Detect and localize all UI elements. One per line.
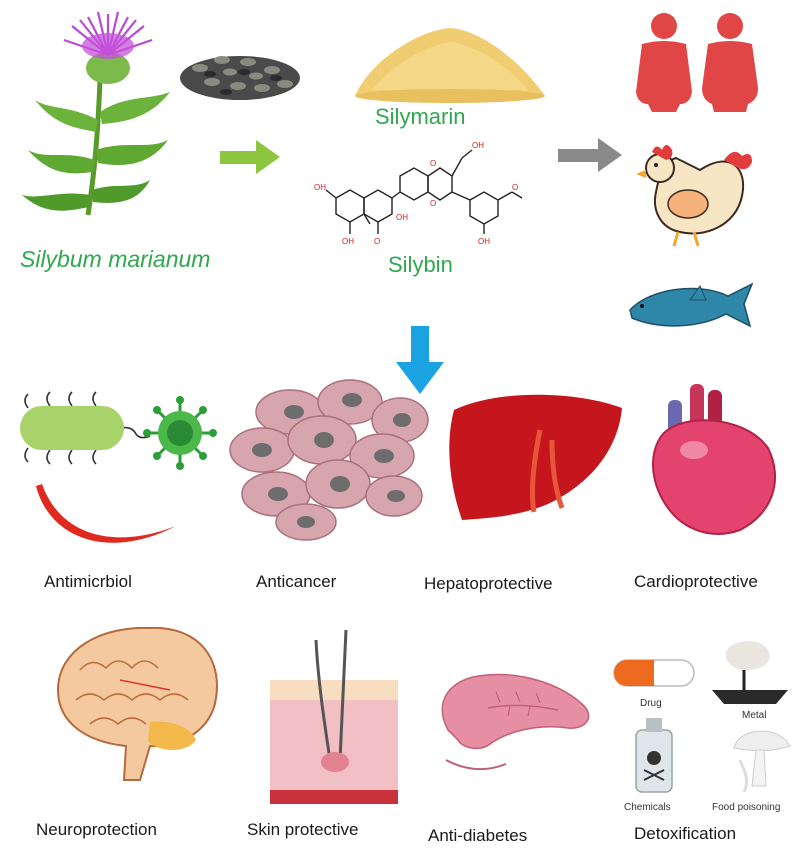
green-arrow-icon — [220, 140, 280, 174]
effect-label-antimicrobial: Antimicrbiol — [44, 572, 132, 591]
heart-icon — [652, 384, 777, 535]
pancreas-icon — [441, 673, 590, 771]
fish-icon — [629, 282, 754, 328]
detox-drug-label: Drug — [640, 698, 662, 709]
atom-label-oh: OH — [396, 213, 408, 222]
blue-arrow-down-icon — [396, 326, 444, 394]
bacteria-icon — [20, 391, 151, 465]
virus-icon — [143, 396, 217, 470]
chemical-bottle-icon — [635, 718, 673, 793]
atom-label-o: O — [374, 237, 380, 246]
effect-label-detoxification: Detoxification — [634, 824, 737, 843]
metal-tree-icon — [712, 641, 788, 704]
chicken-icon — [636, 145, 752, 247]
silymarin-label: Silymarin — [375, 104, 466, 129]
plant-name-label: Silybum marianum — [20, 246, 211, 272]
effect-label-skin-protective: Skin protective — [247, 820, 359, 839]
effect-label-neuroprotection: Neuroprotection — [36, 820, 157, 839]
atom-label-oh: OH — [314, 183, 326, 192]
milk-thistle-plant-icon — [22, 11, 170, 216]
silybin-atom-labels: OH OH O OH O O OH O OH — [314, 141, 518, 246]
grey-arrow-icon — [558, 138, 622, 172]
atom-label-o: O — [512, 183, 518, 192]
atom-label-oh: OH — [472, 141, 484, 150]
atom-label-oh: OH — [478, 237, 490, 246]
seeds-icon — [180, 56, 300, 100]
detox-metal-label: Metal — [742, 710, 767, 721]
effect-label-hepatoprotective: Hepatoprotective — [424, 574, 553, 593]
liver-icon — [449, 394, 622, 520]
brain-icon — [56, 626, 218, 781]
atom-label-oh: OH — [342, 237, 354, 246]
effect-label-anti-diabetes: Anti-diabetes — [428, 826, 528, 845]
detox-chemicals-label: Chemicals — [624, 802, 671, 813]
mushroom-icon — [733, 730, 791, 793]
detox-food-poisoning-label: Food poisoning — [712, 802, 781, 813]
atom-label-o: O — [430, 199, 436, 208]
effect-label-cardioprotective: Cardioprotective — [634, 572, 758, 591]
cancer-cells-icon — [229, 379, 429, 541]
skin-icon — [270, 629, 398, 804]
effect-label-anticancer: Anticancer — [256, 572, 337, 591]
silymarin-powder-icon — [355, 28, 545, 103]
silybin-structure — [325, 149, 523, 234]
atom-label-o: O — [430, 159, 436, 168]
human-figures-icon — [636, 13, 758, 112]
silybin-label: Silybin — [388, 252, 453, 277]
drug-pill-icon — [613, 659, 695, 687]
spirillum-icon — [36, 484, 176, 543]
